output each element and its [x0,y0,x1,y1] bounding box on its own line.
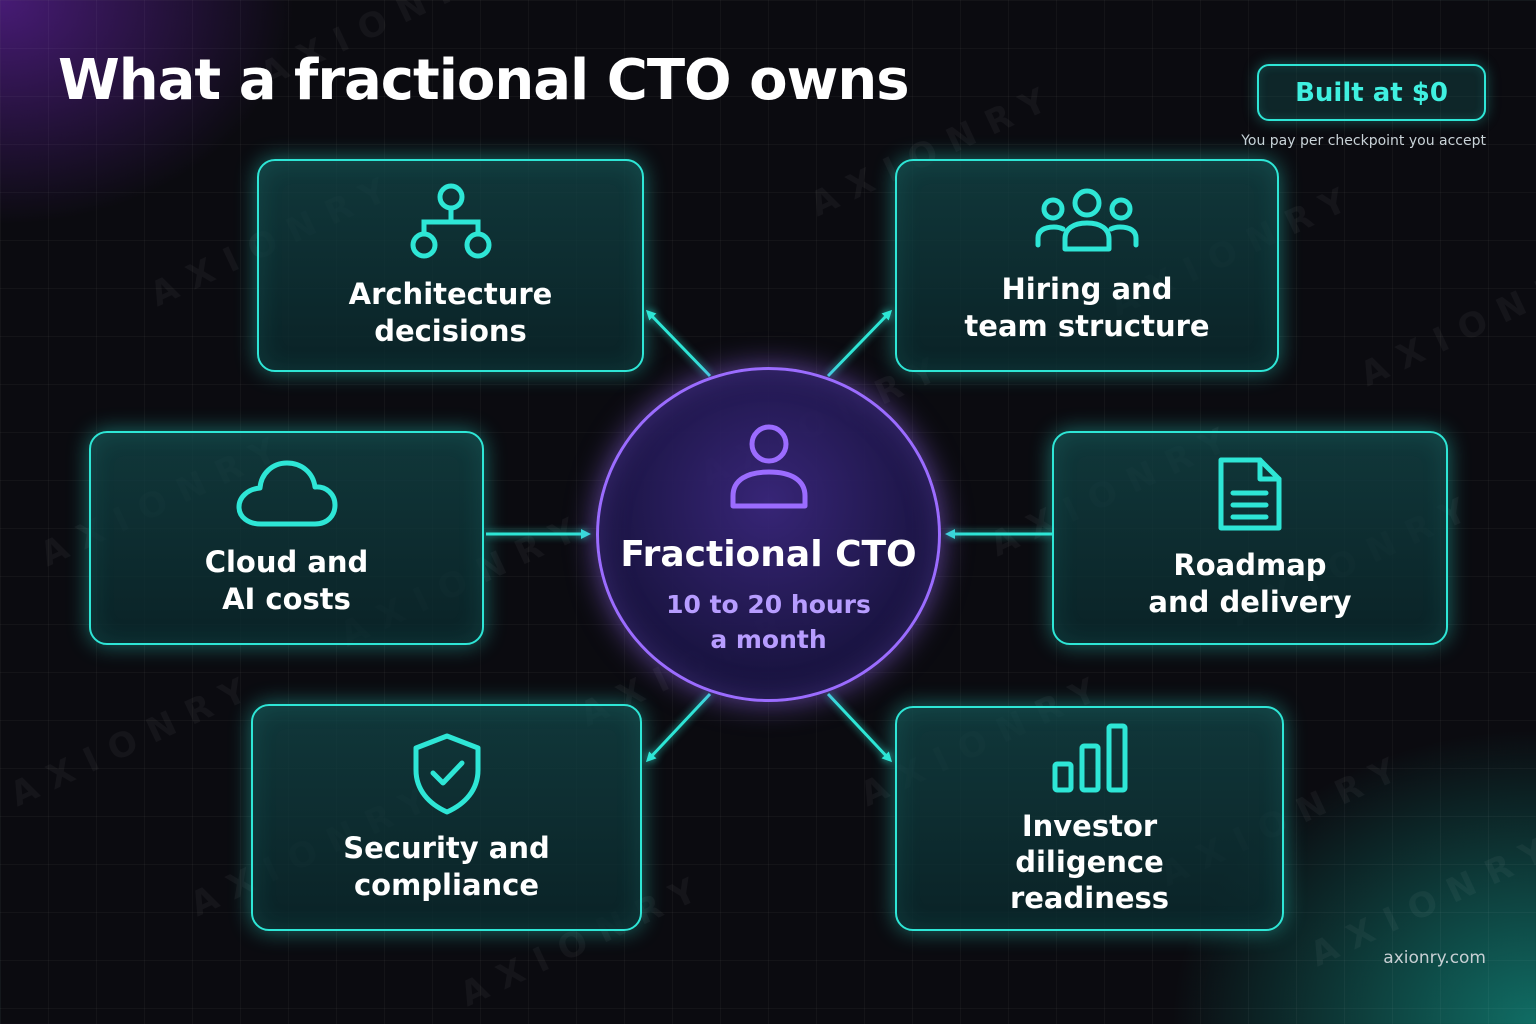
cloud-icon [236,460,337,527]
node-security: Security and compliance [251,704,642,931]
node-label: Security and compliance [343,830,550,902]
person-icon [730,424,807,509]
node-investor: Investor diligence readiness [895,706,1284,931]
shield-check-icon [413,733,480,814]
node-label: Architecture decisions [348,276,553,348]
node-hiring: Hiring and team structure [895,159,1279,372]
arrow-to-hiring [826,309,893,378]
center-title: Fractional CTO [620,534,917,575]
node-cloud: Cloud and AI costs [89,431,484,645]
bar-chart-icon [1052,723,1127,792]
node-roadmap: Roadmap and delivery [1052,431,1448,645]
node-label: Roadmap and delivery [1148,548,1352,619]
hierarchy-icon [410,183,491,258]
arrow-to-architecture [645,309,712,378]
node-label: Cloud and AI costs [204,545,369,616]
price-badge-subtext: You pay per checkpoint you accept [1241,133,1486,149]
arrow-to-security [645,692,712,763]
center-node: Fractional CTO 10 to 20 hours a month [596,367,941,702]
price-badge: Built at $0 [1257,64,1486,121]
footer-url: axionry.com [1383,948,1486,968]
node-label: Investor diligence readiness [1009,808,1170,915]
team-icon [1035,188,1139,251]
center-subtitle: 10 to 20 hours a month [666,590,871,654]
page-title: What a fractional CTO owns [58,48,910,113]
document-icon [1218,457,1282,531]
node-architecture: Architecture decisions [257,159,644,372]
arrow-to-investor [826,692,893,763]
node-label: Hiring and team structure [964,271,1210,343]
